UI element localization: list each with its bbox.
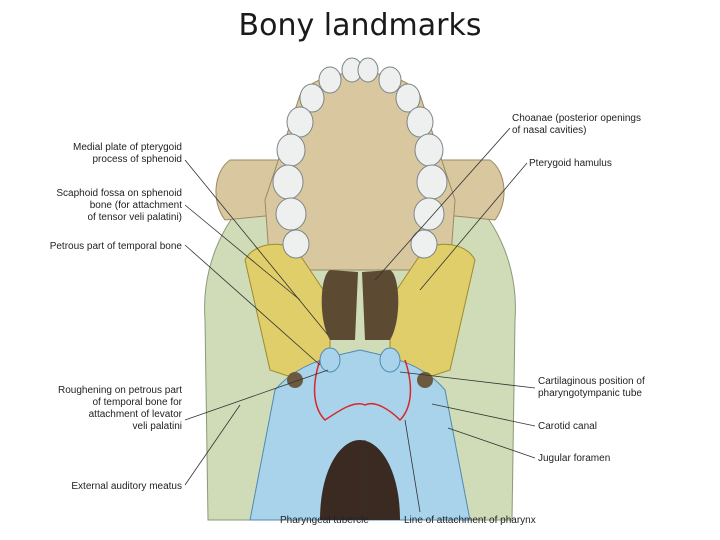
leader-line (184, 369, 329, 421)
leader-line (184, 404, 241, 486)
tooth (410, 229, 438, 259)
upper-teeth-left (272, 66, 342, 259)
label-jugular-foramen: Jugular foramen (538, 453, 611, 464)
zygomatic-right-shape (439, 159, 505, 221)
tooth (416, 164, 448, 200)
leader-line (184, 159, 329, 336)
foramen-magnum-shape (320, 440, 400, 520)
label-petrous-part: Petrous part of temporal bone (49, 241, 182, 252)
label-pterygoid-hamulus: Pterygoid hamulus (529, 158, 612, 169)
leader-lines-right (374, 127, 536, 459)
label-external-auditory-meatus: External auditory meatus (71, 481, 182, 492)
label-cartilaginous-pharyngotympanic: Cartilaginous position of pharyngotympan… (538, 376, 645, 399)
leader-line (447, 427, 536, 459)
leader-line (399, 371, 536, 389)
tooth (276, 133, 306, 167)
pharynx-attachment-line (313, 359, 412, 422)
tooth (413, 197, 445, 231)
tooth (414, 133, 444, 167)
tooth (318, 66, 342, 94)
tooth (406, 106, 434, 138)
petrous-right-shape (379, 347, 401, 373)
tooth (378, 66, 402, 94)
petrous-left-shape (319, 347, 341, 373)
upper-teeth-right (378, 66, 448, 259)
leader-line (184, 244, 321, 366)
tooth (282, 229, 310, 259)
label-roughening-petrous: Roughening on petrous part of temporal b… (58, 385, 182, 432)
tooth (395, 83, 421, 113)
label-medial-pterygoid-plate: Medial plate of pterygoid process of sph… (73, 142, 182, 165)
choana-left-shape (321, 270, 358, 340)
tooth (272, 164, 304, 200)
leader-line (431, 403, 536, 427)
leader-line (374, 127, 511, 281)
carotid-canal-left-shape (287, 372, 303, 388)
slide-title: Bony landmarks (238, 8, 482, 43)
tooth (286, 106, 314, 138)
incisors (341, 57, 379, 83)
leader-line (184, 204, 301, 301)
leader-line (419, 162, 528, 291)
leader-lines-left (184, 159, 329, 486)
tooth (275, 197, 307, 231)
carotid-canal-right-shape (417, 372, 433, 388)
label-line-of-attachment-pharynx: Line of attachment of pharynx (404, 515, 536, 526)
basilar-occipital-shape (249, 349, 471, 521)
label-pharyngeal-tubercle: Pharyngeal tubercle (280, 515, 369, 526)
leader-line (404, 419, 421, 513)
choana-right-shape (362, 270, 399, 340)
tooth (357, 57, 379, 83)
label-scaphoid-fossa: Scaphoid fossa on sphenoid bone (for att… (56, 188, 182, 223)
label-carotid-canal: Carotid canal (538, 421, 597, 432)
tooth (299, 83, 325, 113)
label-choanae: Choanae (posterior openings of nasal cav… (512, 113, 641, 136)
leader-lines-bottom (364, 419, 421, 513)
